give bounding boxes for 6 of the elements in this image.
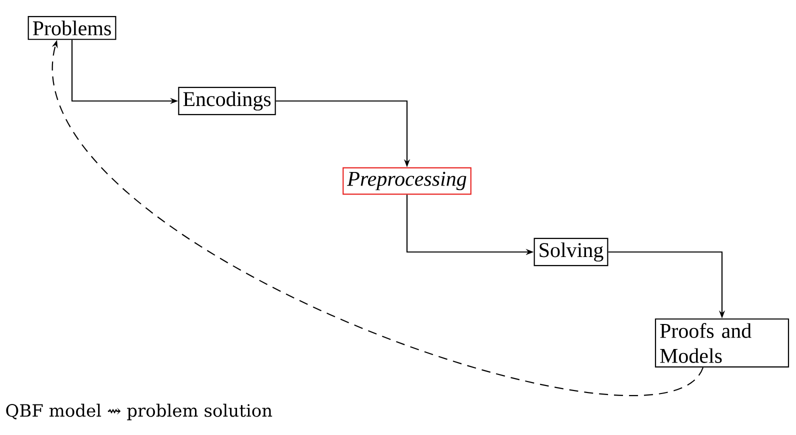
process-box: Problems — [28, 16, 116, 40]
note-text: QBF model ⇝ problem solution — [6, 404, 272, 420]
process-box: Preprocessing — [342, 167, 472, 195]
process-box: Proofs and Models — [654, 318, 790, 368]
process-box: Solving — [534, 238, 608, 266]
process-box: Encodings — [178, 86, 276, 116]
